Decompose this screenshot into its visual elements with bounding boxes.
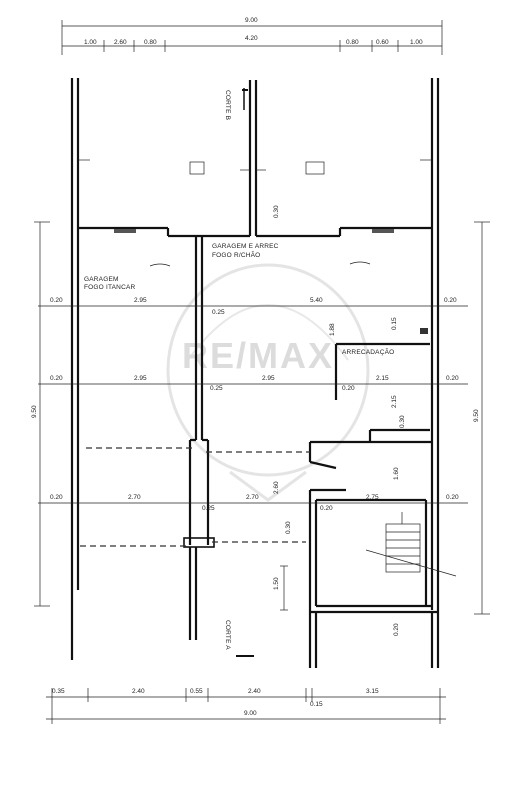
bottom-dim-6: 3.15 xyxy=(366,688,379,695)
row1-dim-5: 0.20 xyxy=(444,297,457,304)
row3-dim-1: 0.20 xyxy=(50,494,63,501)
row3-dim-7: 0.20 xyxy=(446,494,459,501)
row1-dim-4: 5.40 xyxy=(310,297,323,304)
inner-dim-2: 1.88 xyxy=(329,323,336,336)
inner-walls xyxy=(183,236,457,668)
inner-dim-5: 0.30 xyxy=(399,415,406,428)
bottom-dim-3: 0.55 xyxy=(190,688,203,695)
row2-dim-1: 0.20 xyxy=(50,375,63,382)
top-total-dim: 9.00 xyxy=(245,17,258,24)
bottom-dim-5: 0.15 xyxy=(310,701,323,708)
outer-walls xyxy=(70,78,440,668)
inner-dim-6: 1.60 xyxy=(393,467,400,480)
beam-lines xyxy=(80,447,310,547)
row2-dim-2: 2.95 xyxy=(134,375,147,382)
row2-dim-4: 2.95 xyxy=(262,375,275,382)
section-b-label: CORTE B xyxy=(224,90,231,120)
bottom-dim-1: 0.35 xyxy=(52,688,65,695)
row3-dim-2: 2.70 xyxy=(128,494,141,501)
side-dimensions: 9.50 9.50 xyxy=(31,221,490,615)
room-label-garage-right-sub: FOGO R/CHÃO xyxy=(212,250,260,259)
top-dim-4: 4.20 xyxy=(245,35,258,42)
inner-dim-9: 1.50 xyxy=(273,577,280,590)
top-dim-5: 0.80 xyxy=(346,39,359,46)
top-dim-7: 1.00 xyxy=(410,39,423,46)
row2-dim-6: 2.15 xyxy=(376,375,389,382)
top-dim-1: 1.00 xyxy=(84,39,97,46)
top-dimension-chain: 9.00 1.00 2.60 0.80 4.20 0.80 0.60 1.00 xyxy=(61,17,443,55)
row1-dim-2: 2.95 xyxy=(134,297,147,304)
inner-dim-8: 0.30 xyxy=(285,521,292,534)
bottom-total-dim: 9.00 xyxy=(244,710,257,717)
room-label-storage: ARRECADAÇÃO xyxy=(342,347,394,356)
room-label-garage-right: GARAGEM E ARREC xyxy=(212,243,279,250)
section-a-label: CORTE A xyxy=(224,620,231,650)
section-markers: CORTE B CORTE A xyxy=(224,88,254,657)
dimension-row-1: 0.20 2.95 0.25 5.40 0.20 xyxy=(38,297,468,316)
inner-dim-4: 2.15 xyxy=(391,395,398,408)
inner-dim-7: 2.60 xyxy=(273,481,280,494)
bottom-dimension-chain: 0.35 2.40 0.55 2.40 0.15 3.15 9.00 xyxy=(46,688,446,724)
left-total-dim: 9.50 xyxy=(31,405,38,418)
room-label-garage-left: GARAGEM xyxy=(84,276,119,283)
inner-dim-3: 0.15 xyxy=(391,317,398,330)
room-labels: GARAGEM FOGO ITANCAR GARAGEM E ARREC FOG… xyxy=(84,243,394,356)
remax-watermark: RE/MAX xyxy=(166,263,370,502)
dimension-row-3: 0.20 2.70 0.25 2.70 0.20 2.75 0.20 xyxy=(38,494,468,512)
row3-dim-3: 0.25 xyxy=(202,505,215,512)
row3-dim-4: 2.70 xyxy=(246,494,259,501)
row1-dim-3: 0.25 xyxy=(212,309,225,316)
row3-dim-6: 2.75 xyxy=(366,494,379,501)
row2-dim-3: 0.25 xyxy=(210,385,223,392)
row1-dim-1: 0.20 xyxy=(50,297,63,304)
row3-dim-5: 0.20 xyxy=(320,505,333,512)
inner-dim-10: 0.20 xyxy=(393,623,400,636)
inner-dimensions: 0.30 1.88 0.15 2.15 0.30 1.60 2.60 0.30 … xyxy=(273,205,406,636)
inner-dim-1: 0.30 xyxy=(273,205,280,218)
bottom-dim-2: 2.40 xyxy=(132,688,145,695)
right-total-dim: 9.50 xyxy=(473,409,480,422)
room-label-garage-left-sub: FOGO ITANCAR xyxy=(84,284,135,291)
bottom-dim-4: 2.40 xyxy=(248,688,261,695)
top-dim-6: 0.60 xyxy=(376,39,389,46)
top-dim-3: 0.80 xyxy=(144,39,157,46)
watermark-text: RE/MAX xyxy=(182,335,334,376)
dimension-row-2: 0.20 2.95 0.25 2.95 0.20 2.15 0.20 xyxy=(38,375,468,392)
stair-icon xyxy=(365,512,457,577)
row2-dim-5: 0.20 xyxy=(342,385,355,392)
top-dim-2: 2.60 xyxy=(114,39,127,46)
row2-dim-7: 0.20 xyxy=(446,375,459,382)
